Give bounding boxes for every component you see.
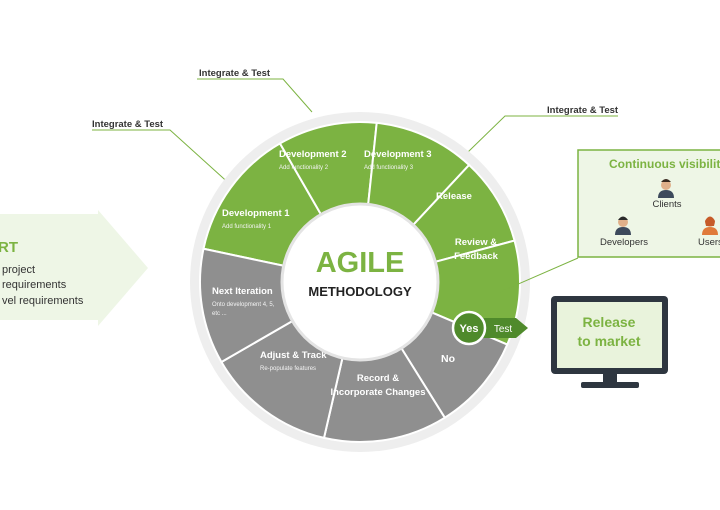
release-to-market-line-2: to market — [577, 333, 640, 349]
test-arrow — [478, 318, 528, 338]
callouts — [92, 78, 618, 197]
segment-1-title-1: Development 1 — [222, 208, 290, 219]
segment-5-title-1: Review & — [455, 237, 497, 248]
callout-line-1 — [92, 129, 244, 197]
segment-4-title-1: Release — [436, 191, 472, 202]
yes-badge — [451, 310, 487, 346]
segment-7-title-2: Incorporate Changes — [330, 387, 425, 398]
segment-1-subtitle-1: Add functionality 1 — [222, 224, 272, 230]
center-subtitle: METHODOLOGY — [308, 284, 412, 299]
role-clients: Clients — [652, 199, 681, 210]
callout-line-3 — [467, 115, 618, 153]
user-person-icon — [702, 216, 718, 235]
start-arrow-shape — [0, 210, 148, 326]
release-monitor: Release to market — [551, 296, 668, 388]
center-circle — [280, 202, 440, 362]
test-label: Test — [494, 324, 513, 335]
cycle-segment-labels: Development 1 Add functionality 1 Developm… — [212, 149, 499, 398]
monitor-base — [581, 382, 639, 388]
monitor-neck — [603, 374, 617, 382]
start-panel-line-1: project — [2, 264, 35, 276]
segment-6-title-1: No — [441, 353, 455, 365]
yes-label: Yes — [460, 323, 479, 335]
callout-line-2 — [197, 78, 313, 113]
segment-9-subtitle-2: etc ... — [212, 311, 227, 317]
visibility-connector — [499, 257, 579, 293]
developer-person-icon — [615, 216, 631, 235]
segment-7-title-1: Record & — [357, 373, 399, 384]
segment-2-subtitle-1: Add functionality 2 — [279, 165, 329, 171]
segment-9-title-1: Next Iteration — [212, 286, 273, 297]
callout-integrate-test-1: Integrate & Test — [92, 119, 164, 130]
visibility-panel-box — [577, 149, 720, 258]
segment-8-title-1: Adjust & Track — [260, 350, 327, 361]
callout-integrate-test-2: Integrate & Test — [199, 68, 271, 79]
client-person-icon — [658, 179, 674, 198]
start-panel-line-3: vel requirements — [2, 295, 84, 307]
start-panel-line-2: requirements — [2, 279, 67, 291]
callout-integrate-test-3: Integrate & Test — [547, 105, 619, 116]
segment-3-title-1: Development 3 — [364, 149, 432, 160]
visibility-panel-title: Continuous visibility — [609, 157, 720, 171]
release-to-market-line-1: Release — [583, 314, 636, 330]
segment-5-title-2: Feedback — [454, 251, 499, 262]
start-panel-title: RT — [0, 239, 18, 256]
monitor-screen — [557, 302, 662, 368]
decision-group: Test Yes — [451, 310, 528, 346]
role-users: Users — [698, 237, 720, 248]
segment-2-title-1: Development 2 — [279, 149, 347, 160]
start-panel: RT project requirements vel requirements — [0, 210, 148, 326]
segment-3-subtitle-1: Add functionality 3 — [364, 165, 414, 171]
segment-8-subtitle-1: Re-populate features — [260, 366, 316, 372]
segment-9-subtitle-1: Onto development 4, 5, — [212, 302, 275, 308]
visibility-panel: Continuous visibility Clients Developers — [499, 149, 720, 293]
center-title: AGILE — [316, 247, 405, 279]
role-developers: Developers — [600, 237, 648, 248]
